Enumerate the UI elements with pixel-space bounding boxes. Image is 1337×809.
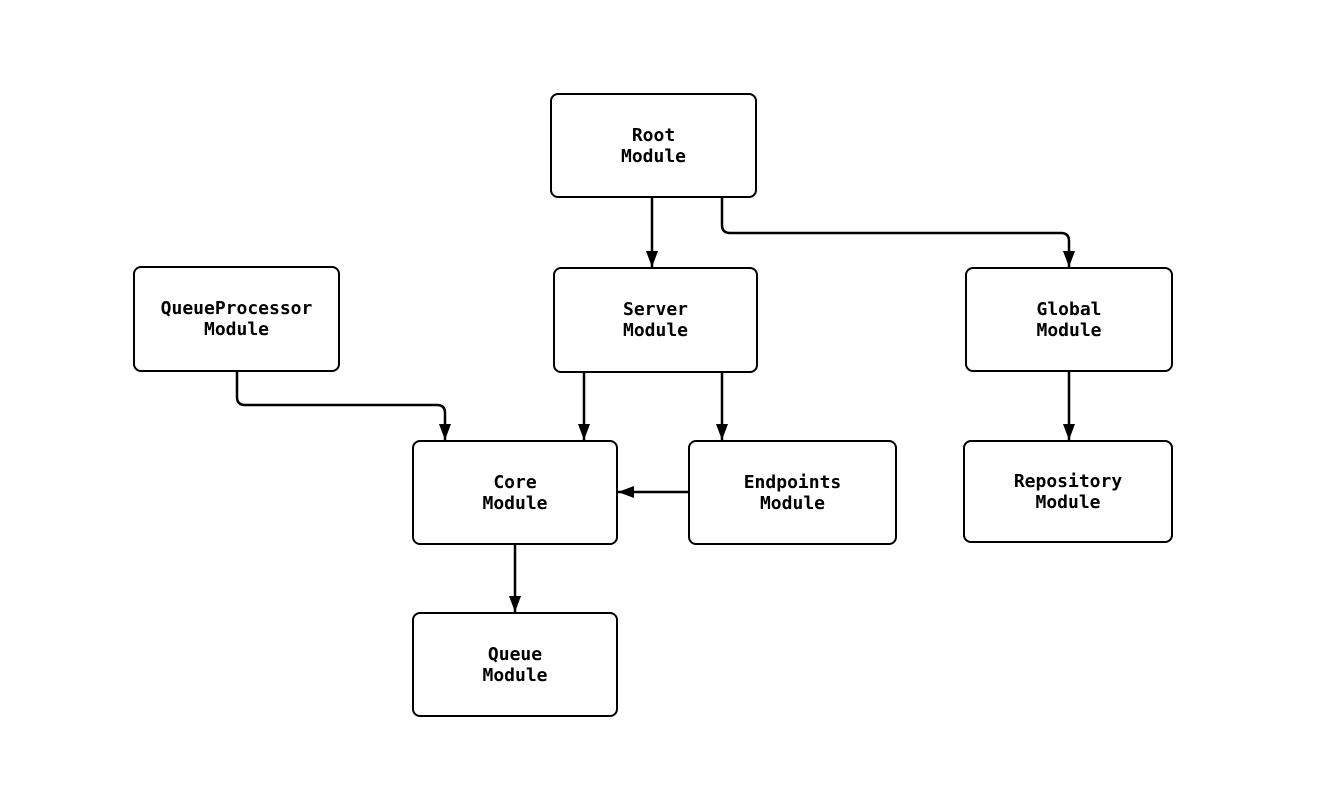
node-global-module: Global Module	[965, 267, 1173, 372]
node-endpoints-module-label: Endpoints Module	[743, 471, 842, 514]
node-queue-module: Queue Module	[412, 612, 618, 717]
edge-root-to-global	[720, 198, 1075, 267]
node-queueprocessor-module-label: QueueProcessor Module	[160, 298, 313, 340]
node-queueprocessor-module: QueueProcessor Module	[133, 266, 340, 372]
node-server-module-label: Server Module	[622, 299, 689, 341]
node-global-module-label: Global Module	[1036, 298, 1102, 341]
node-repository-module-label: Repository Module	[1013, 470, 1123, 513]
node-queue-module-label: Queue Module	[482, 643, 548, 686]
node-core-module: Core Module	[412, 440, 618, 545]
node-repository-module: Repository Module	[963, 440, 1173, 543]
node-server-module: Server Module	[553, 267, 758, 373]
edge-queueprocessor-to-core	[235, 372, 451, 440]
node-root-module-label: Root Module	[620, 124, 687, 167]
node-endpoints-module: Endpoints Module	[688, 440, 897, 545]
node-root-module: Root Module	[550, 93, 757, 198]
node-core-module-label: Core Module	[482, 471, 548, 514]
